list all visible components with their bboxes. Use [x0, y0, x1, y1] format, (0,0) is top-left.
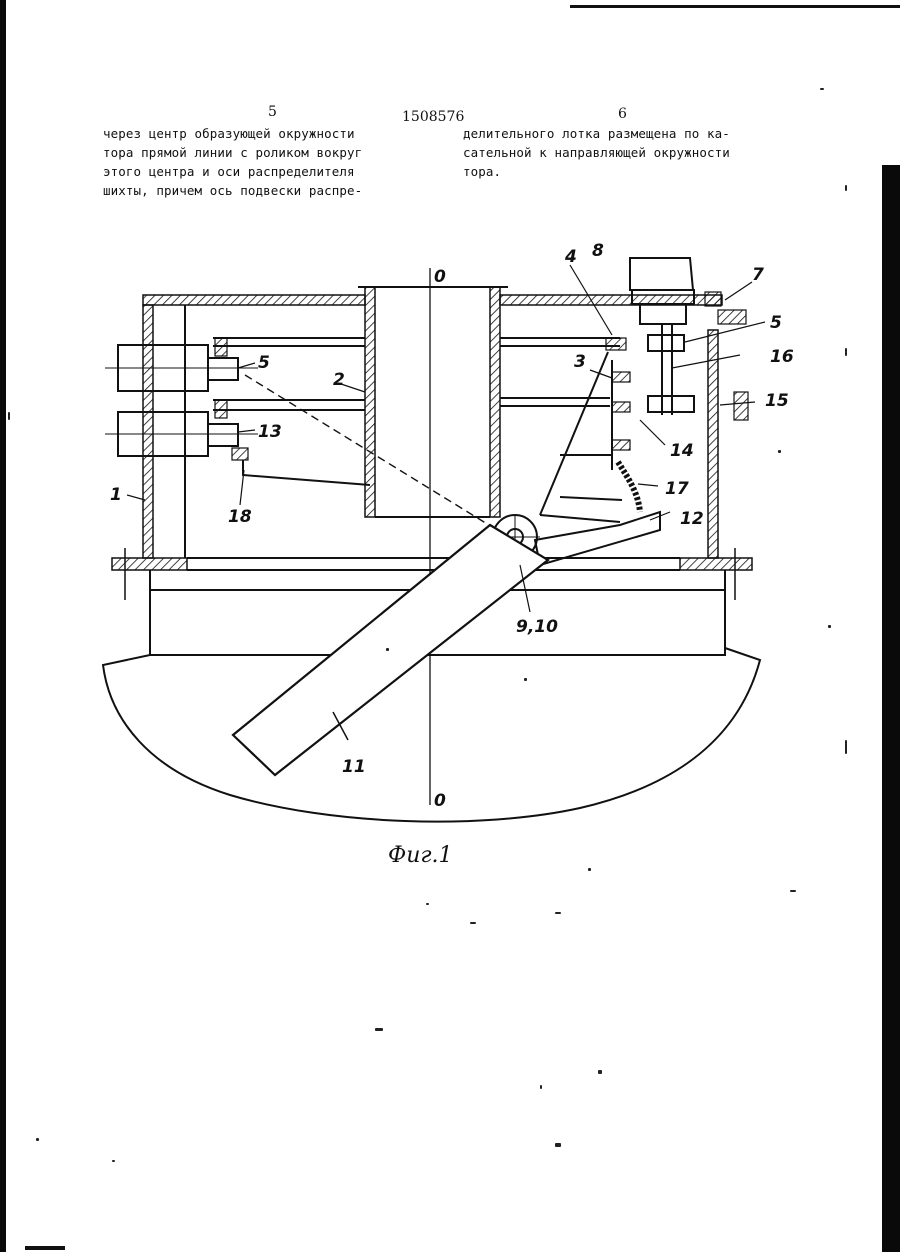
axis-label-bottom: 0 [434, 791, 446, 811]
label-18: 18 [228, 507, 252, 527]
label-2: 2 [333, 370, 345, 390]
axis-label-top: 0 [434, 267, 446, 287]
scan-speck [524, 678, 527, 681]
label-5-right: 5 [770, 313, 782, 333]
scan-speck [555, 1143, 561, 1147]
label-14: 14 [670, 441, 694, 461]
label-3: 3 [574, 352, 586, 372]
housing-wall-left [143, 305, 153, 558]
coupling-13 [208, 424, 238, 446]
scan-speck [598, 1070, 602, 1074]
label-17: 17 [665, 479, 689, 499]
label-12: 12 [680, 509, 704, 529]
bracket-15 [734, 392, 748, 420]
coupling-5 [208, 358, 238, 380]
base-flange-left [112, 558, 187, 570]
scan-speck [820, 88, 824, 90]
label-11: 11 [342, 757, 366, 777]
scan-speck [790, 890, 796, 892]
top-plate-left [143, 295, 365, 305]
scan-speck [555, 912, 561, 914]
base-flange-right [680, 558, 752, 570]
label-5-left: 5 [258, 353, 270, 373]
scan-speck [426, 903, 429, 905]
scan-speck [386, 648, 389, 651]
scan-speck [845, 740, 847, 754]
scan-speck [778, 450, 781, 453]
central-tube-left-wall [365, 287, 375, 517]
label-1: 1 [110, 485, 122, 505]
scan-speck [845, 348, 847, 356]
housing-wall-right [708, 330, 718, 558]
scan-speck [540, 1085, 542, 1089]
scan-speck [588, 868, 591, 871]
curved-guide-17 [618, 462, 640, 512]
label-13: 13 [258, 422, 282, 442]
figure-caption: Фиг.1 [388, 843, 453, 868]
left-tray [243, 460, 370, 485]
lower-hopper-outline [103, 648, 760, 822]
scan-speck [828, 625, 831, 628]
label-16: 16 [770, 347, 794, 367]
scan-speck [8, 412, 10, 420]
label-4: 4 [564, 247, 577, 267]
bracket-7 [718, 310, 746, 324]
label-9-10: 9,10 [516, 617, 558, 637]
label-15: 15 [765, 391, 789, 411]
scan-speck [112, 1160, 115, 1162]
drive-motor-8 [630, 258, 693, 290]
chute-11 [233, 525, 548, 775]
scan-speck [845, 185, 847, 191]
central-tube-right-wall [490, 287, 500, 517]
scan-speck [36, 1138, 39, 1141]
label-8: 8 [592, 241, 604, 261]
scan-speck [470, 922, 476, 924]
scan-speck [375, 1028, 383, 1031]
label-7: 7 [752, 265, 764, 285]
cone-left-edge [540, 352, 608, 515]
